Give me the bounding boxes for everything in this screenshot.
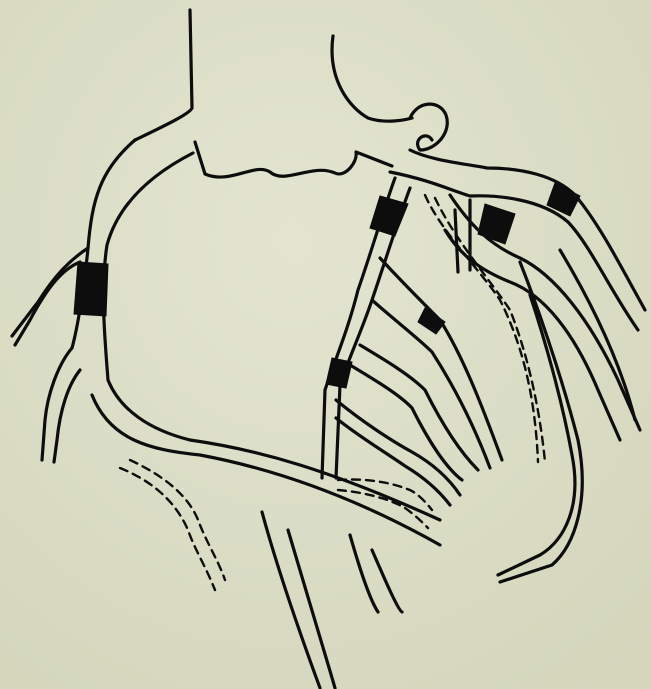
lesion-right-coronary	[74, 262, 108, 316]
